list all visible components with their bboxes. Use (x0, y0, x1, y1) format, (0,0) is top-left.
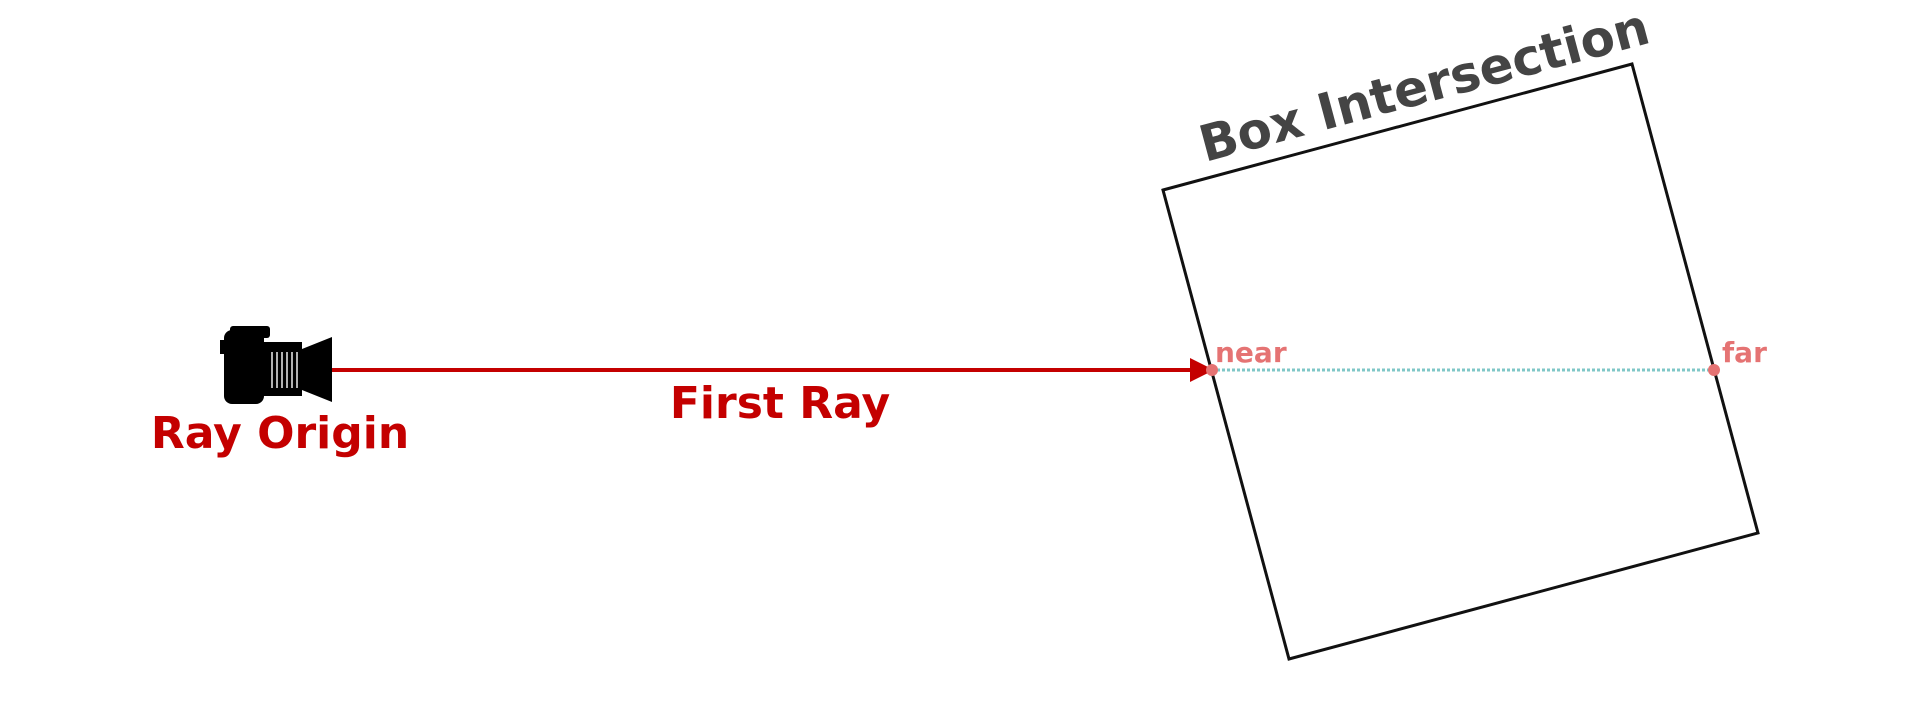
camera-lens-ridges (271, 352, 298, 388)
camera-icon (220, 326, 332, 404)
box-title: Box Intersection (1193, 0, 1655, 174)
near-point (1206, 364, 1218, 376)
first-ray-arrowhead (1190, 358, 1214, 382)
near-label: near (1215, 336, 1287, 369)
ray-origin-label: Ray Origin (151, 408, 409, 459)
camera-body (224, 330, 264, 404)
camera-side-tab (220, 340, 226, 354)
camera-lens-hood (302, 337, 332, 402)
intersection-box (1161, 62, 1760, 661)
far-label: far (1722, 336, 1767, 369)
first-ray-label: First Ray (670, 378, 890, 429)
camera-top (230, 326, 270, 338)
far-point (1708, 364, 1720, 376)
